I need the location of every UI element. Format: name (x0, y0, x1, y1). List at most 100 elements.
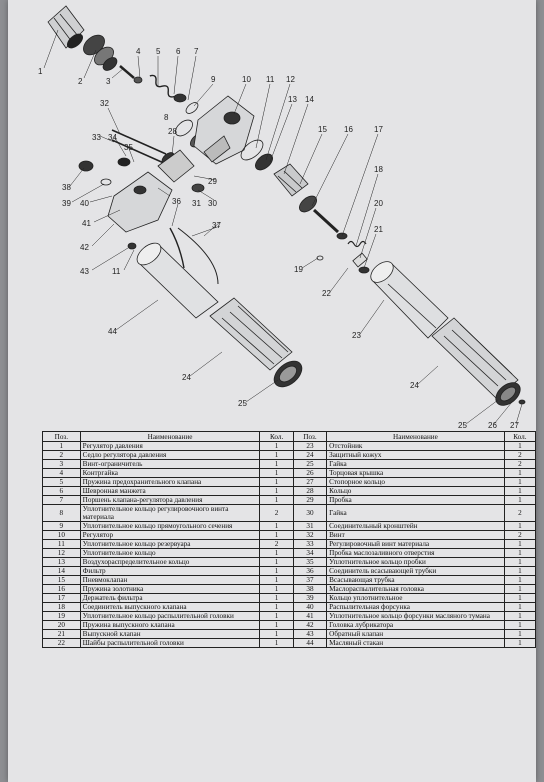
table-cell-p1: 7 (42, 495, 81, 505)
table-cell-n1: Уплотнительное кольцо регулировочного ви… (79, 504, 261, 522)
table-cell-q2: 2 (503, 504, 537, 522)
table-cell-n2: Головка лубрикатора (326, 620, 505, 630)
callout-43: 43 (80, 267, 89, 276)
table-cell-n2: Уплотнительное кольцо пробки (326, 557, 505, 567)
table-cell-q1: 1 (259, 629, 294, 639)
table-cell-q2: 1 (503, 611, 537, 621)
callout-11-left: 11 (112, 267, 121, 276)
table-cell-n1: Уплотнительное кольцо распылительной гол… (79, 611, 261, 621)
table-cell-p2: 44 (292, 638, 328, 648)
table-cell-p2: 24 (292, 450, 328, 460)
table-cell-n1: Винт-ограничитель (79, 459, 261, 469)
table-cell-n2: Соединительный кронштейн (326, 521, 505, 531)
table-cell-n1: Уплотнительное кольцо резервуара (79, 539, 261, 549)
callout-27: 27 (510, 421, 519, 428)
callout-23: 23 (352, 331, 361, 340)
callout-35: 35 (124, 143, 133, 152)
table-cell-q2: 1 (503, 620, 537, 630)
part-25-27-nut-cap (495, 382, 526, 406)
part-23-bowl (370, 261, 449, 339)
callout-3: 3 (106, 77, 111, 86)
callout-6: 6 (176, 47, 181, 56)
header-pos-2: Поз. (292, 431, 328, 442)
table-cell-n2: Распылительная форсунка (326, 602, 505, 612)
callout-4: 4 (136, 47, 141, 56)
callout-24-right: 24 (410, 381, 419, 390)
table-cell-p1: 6 (42, 486, 81, 496)
table-cell-n2: Маслораспылительная головка (326, 584, 505, 594)
table-cell-q2: 1 (503, 638, 537, 648)
part-1-regulator-knob (47, 5, 85, 49)
table-cell-n2: Пробка маслозаливного отверстия (326, 548, 505, 558)
table-cell-p1: 18 (42, 602, 81, 612)
parts-table: Поз. Наименование Кол. Поз. Наименование… (42, 431, 537, 648)
callout-8: 8 (164, 113, 169, 122)
table-cell-p2: 32 (292, 530, 328, 540)
part-24-guard-right (431, 317, 519, 399)
callout-31: 31 (192, 199, 201, 208)
table-cell-n2: Стопорное кольцо (326, 477, 505, 487)
callout-26: 26 (488, 421, 497, 428)
callout-28: 28 (168, 127, 177, 136)
table-cell-q2: 1 (503, 468, 537, 478)
part-11-13-rings (240, 139, 273, 171)
table-cell-n1: Контргайка (79, 468, 261, 478)
callout-7: 7 (194, 47, 199, 56)
callout-19: 19 (294, 265, 303, 274)
callout-30: 30 (208, 199, 217, 208)
table-cell-p2: 31 (292, 521, 328, 531)
header-name: Наименование (79, 431, 261, 442)
table-cell-p2: 37 (292, 575, 328, 585)
callout-21: 21 (374, 225, 383, 234)
callout-25-right: 25 (458, 421, 467, 428)
table-cell-p1: 19 (42, 611, 81, 621)
table-cell-n2: Масляный стакан (326, 638, 505, 648)
table-cell-n2: Всасывающая трубка (326, 575, 505, 585)
table-cell-q2: 1 (503, 557, 537, 567)
table-cell-n1: Пружина золотника (79, 584, 261, 594)
table-cell-p2: 41 (292, 611, 328, 621)
leader-lines (43, 29, 523, 425)
table-cell-q2: 1 (503, 441, 537, 451)
table-cell-p2: 33 (292, 539, 328, 549)
table-cell-q1: 1 (259, 557, 294, 567)
table-cell-n1: Уплотнительное кольцо прямоугольного сеч… (79, 521, 261, 531)
header-name-2: Наименование (326, 431, 505, 442)
table-cell-q1: 1 (259, 486, 294, 496)
part-3-5-screw-spring (119, 65, 187, 103)
table-cell-n2: Соединитель всасывающей трубки (326, 566, 505, 576)
exploded-parts-diagram: 1 2 3 4 5 6 7 8 9 10 11 12 13 14 15 16 1… (8, 0, 536, 428)
callout-41: 41 (82, 219, 91, 228)
table-cell-p1: 16 (42, 584, 81, 594)
table-cell-p2: 43 (292, 629, 328, 639)
table-cell-p1: 9 (42, 521, 81, 531)
table-cell-p2: 36 (292, 566, 328, 576)
callout-36: 36 (172, 197, 181, 206)
table-cell-n1: Поршень клапана-регулятора давления (79, 495, 261, 505)
table-cell-p1: 20 (42, 620, 81, 630)
table-cell-q1: 1 (259, 584, 294, 594)
table-cell-n2: Кольцо (326, 486, 505, 496)
part-18-22-outlet-valve (316, 240, 370, 274)
table-cell-p2: 42 (292, 620, 328, 630)
table-cell-q1: 1 (259, 611, 294, 621)
table-cell-q1: 1 (259, 566, 294, 576)
callout-37: 37 (212, 221, 221, 230)
table-cell-q2: 1 (503, 477, 537, 487)
table-cell-n1: Седло регулятора давления (79, 450, 261, 460)
table-cell-p2: 39 (292, 593, 328, 603)
table-cell-p2: 30 (292, 504, 328, 522)
table-cell-p2: 29 (292, 495, 328, 505)
table-cell-q1: 1 (259, 602, 294, 612)
callout-17: 17 (374, 125, 383, 134)
